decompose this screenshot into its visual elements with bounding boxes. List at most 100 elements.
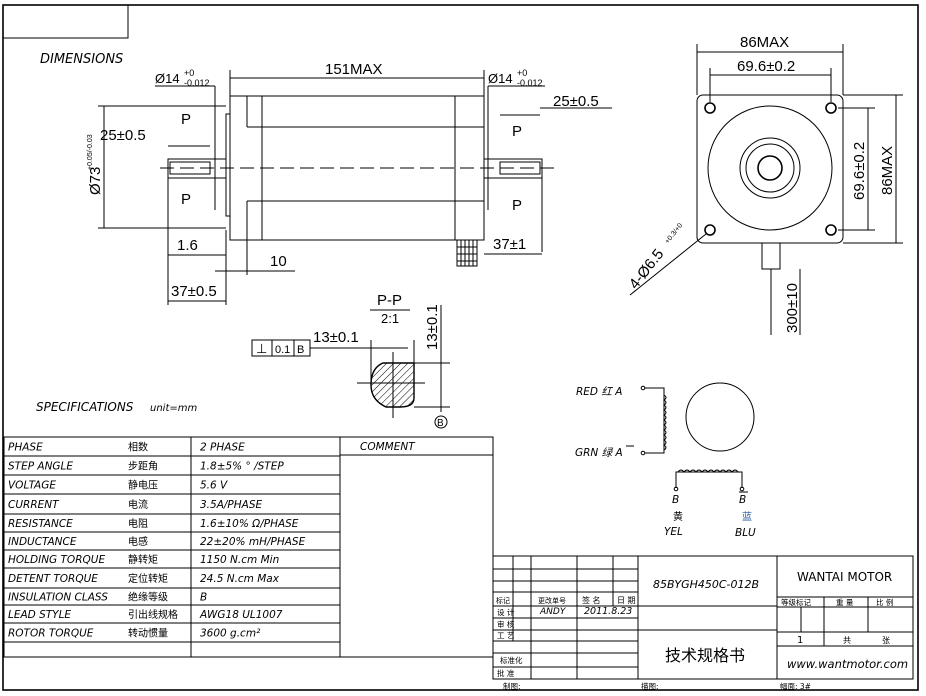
specifications-heading: SPECIFICATIONS — [36, 400, 134, 414]
spec-value: 5.6 V — [200, 480, 228, 492]
spec-name: RESISTANCE — [8, 518, 73, 530]
website: www.wantmotor.com — [787, 657, 908, 671]
spec-value: B — [200, 592, 207, 604]
wire-b-cn: 黄 — [673, 510, 683, 523]
design-date: 2011.8.23 — [584, 606, 632, 617]
spec-name: ROTOR TORQUE — [8, 628, 94, 640]
length-dim: 151MAX — [325, 61, 383, 78]
format: 幅面: 3# — [780, 681, 811, 691]
boss-dim: 10 — [270, 253, 287, 270]
corner-box — [2, 4, 129, 39]
flange-thickness: 1.6 — [177, 237, 198, 254]
row-process: 工 艺 — [497, 631, 514, 640]
spec-value: 22±20% mH/PHASE — [200, 536, 306, 548]
key-length-right: 25±0.5 — [553, 93, 599, 110]
section-mark: P — [181, 191, 191, 208]
spec-value: 1.8±5% ° /STEP — [200, 461, 284, 473]
row-review: 审 核 — [497, 619, 515, 629]
row-approve: 批 准 — [497, 668, 515, 678]
section-title: P-P — [377, 292, 402, 309]
shaft-tol-lower-right: -0.012 — [517, 78, 543, 88]
spec-name-cn: 电流 — [128, 498, 148, 511]
lead-length: 300±10 — [784, 283, 801, 333]
col-mark: 标记 — [496, 596, 510, 605]
spec-name: INDUCTANCE — [8, 536, 77, 548]
side-view: 151MAX Ø14 +0 -0.012 Ø14 +0 -0.012 25±0.… — [87, 61, 612, 305]
shaft-tol-lower-left: -0.012 — [184, 78, 210, 88]
col-change: 更改单号 — [538, 596, 566, 605]
shaft-length-right: 37±1 — [493, 236, 526, 253]
comment-header: COMMENT — [360, 441, 416, 453]
spec-name: CURRENT — [8, 499, 60, 511]
grade-label: 等级标记 — [781, 597, 811, 607]
section-scale: 2:1 — [381, 311, 399, 326]
shaft-dia-left: Ø14 — [155, 71, 180, 86]
connector-pins — [456, 239, 478, 267]
designer: ANDY — [539, 607, 567, 617]
spec-name-cn: 步距角 — [128, 461, 158, 473]
bolt-pitch: 69.6±0.2 — [737, 58, 795, 75]
spec-name: DETENT TORQUE — [8, 573, 98, 585]
wire-b-en: YEL — [664, 526, 683, 538]
col-date: 日 期 — [617, 596, 636, 605]
mounting-holes: 4-Ø6.5 — [626, 246, 668, 293]
mounting-holes-tolerance: +0.3/+0 — [664, 222, 684, 245]
spec-name: LEAD STYLE — [8, 609, 71, 621]
pilot-tolerance: +0.05/-0.03 — [87, 134, 94, 170]
row-design: 设 计 — [497, 607, 515, 617]
spec-name: VOLTAGE — [8, 480, 56, 492]
model-number: 85BYGH450C-012B — [653, 578, 759, 591]
shaft-tol-upper-left: +0 — [184, 68, 194, 78]
section-view: P-P 2:1 ⊥ 0.1 B 13±0.1 13±0.1 B — [251, 292, 450, 429]
spec-value: 3.5A/PHASE — [200, 499, 262, 511]
tolerance-datum: B — [297, 344, 304, 356]
company-name: WANTAI MOTOR — [797, 570, 892, 584]
drawn-by: 制图: — [503, 681, 521, 691]
dimensions-heading: DIMENSIONS — [40, 52, 123, 67]
pilot-dia: Ø73 — [87, 167, 104, 195]
col-sign: 签 名 — [582, 595, 601, 605]
flat-height: 13±0.1 — [424, 304, 441, 350]
wire-bbar-label: B — [739, 494, 746, 506]
spec-value: 2 PHASE — [200, 442, 245, 454]
spec-name-cn: 静电压 — [128, 479, 158, 492]
spec-name: INSULATION CLASS — [8, 592, 108, 604]
spec-name-cn: 定位转矩 — [128, 572, 168, 585]
front-width: 86MAX — [740, 34, 789, 51]
wire-b-label: B — [672, 494, 679, 506]
spec-name: HOLDING TORQUE — [8, 554, 105, 566]
drawing-frame — [2, 4, 919, 691]
weight-label: 重 量 — [836, 598, 854, 607]
spec-value: AWG18 UL1007 — [199, 609, 283, 621]
spec-name-cn: 电阻 — [128, 517, 148, 530]
front-view: 86MAX 69.6±0.2 69.6±0.2 86MAX 4-Ø6.5 +0.… — [626, 34, 903, 335]
spec-value: 3600 g.cm² — [200, 628, 261, 640]
shaft-tol-upper-right: +0 — [517, 68, 527, 78]
front-height: 86MAX — [879, 146, 896, 195]
sheet-count: 1 — [797, 635, 803, 646]
section-mark: P — [512, 197, 522, 214]
document-title: 技术规格书 — [665, 646, 745, 665]
tolerance-value: 0.1 — [275, 344, 290, 356]
title-block: 85BYGH450C-012B WANTAI MOTOR www.wantmot… — [492, 555, 914, 691]
flat-width: 13±0.1 — [313, 329, 359, 346]
shaft-length-left: 37±0.5 — [171, 283, 217, 300]
section-mark: P — [512, 123, 522, 140]
spec-value: 1.6±10% Ω/PHASE — [200, 518, 299, 530]
unit-label: unit=mm — [150, 403, 197, 414]
wire-bbar-en: BLU — [735, 527, 756, 539]
ratio-label: 比 例 — [876, 597, 893, 607]
wire-a-label: RED 红 A — [576, 386, 622, 398]
wire-abar-label: GRN 绿 A — [575, 447, 623, 459]
spec-name-cn: 电感 — [128, 535, 148, 548]
datum-label: B — [437, 418, 444, 429]
bolt-pitch-vertical: 69.6±0.2 — [851, 142, 868, 200]
spec-name-cn: 相数 — [128, 441, 148, 454]
traced-by: 描图: — [641, 681, 659, 691]
wiring-diagram: RED 红 A GRN 绿 A B 黄 YEL B 蓝 BLU — [575, 382, 756, 539]
spec-name-cn: 转动惯量 — [128, 627, 168, 640]
spec-name-cn: 静转矩 — [128, 553, 158, 566]
spec-name-cn: 引出线规格 — [128, 608, 178, 621]
